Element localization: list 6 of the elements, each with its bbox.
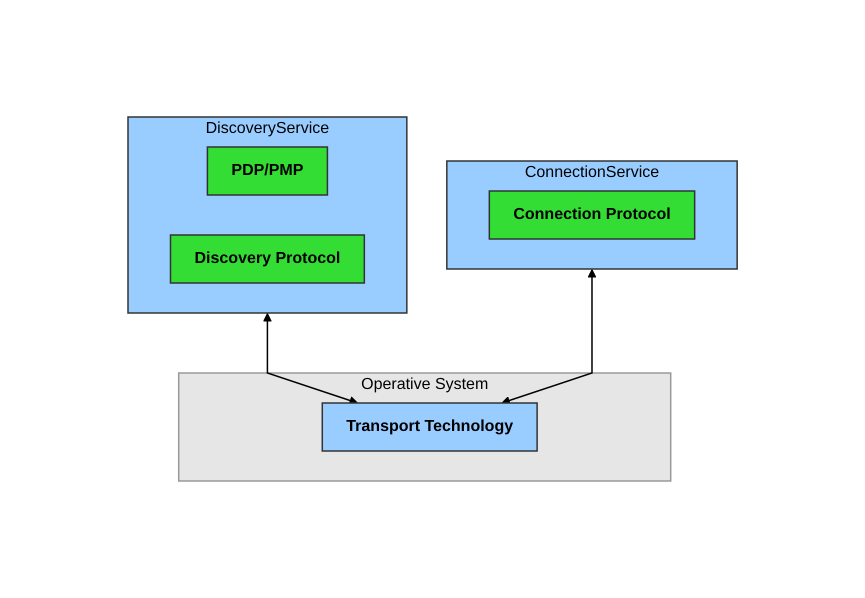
node-box: Transport Technology [321, 402, 538, 452]
arrow [501, 269, 596, 405]
arrow [262, 313, 358, 405]
node-box: Connection Protocol [488, 190, 696, 240]
node-box: Discovery Protocol [170, 234, 365, 284]
node-box: PDP/PMP [206, 146, 328, 196]
